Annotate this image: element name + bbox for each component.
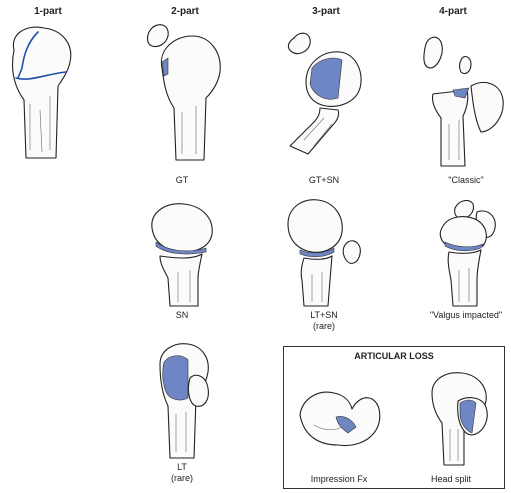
head-split-drawing (424, 367, 504, 467)
two-part-sn-drawing (140, 198, 230, 308)
label-lt-sn-note: (rare) (269, 321, 379, 332)
label-head-split: Head split (396, 474, 506, 485)
label-valgus-impacted: "Valgus impacted" (411, 310, 511, 321)
label-sn: SN (127, 310, 237, 321)
header-3-part: 3-part (286, 6, 366, 17)
label-gt: GT (127, 175, 237, 186)
three-part-lt-sn-drawing (280, 196, 380, 308)
four-part-classic-drawing (415, 28, 511, 168)
impression-fracture-drawing (290, 371, 390, 461)
three-part-gt-sn-drawing (280, 26, 390, 166)
header-4-part: 4-part (413, 6, 493, 17)
articular-loss-panel: ARTICULAR LOSS Impression Fx Head split (283, 346, 505, 489)
label-lt-sn: LT+SN (269, 310, 379, 321)
four-part-valgus-impacted-drawing (415, 196, 511, 308)
two-part-lt-drawing (140, 340, 230, 460)
label-impression-fx: Impression Fx (284, 474, 394, 485)
label-lt-note: (rare) (127, 473, 237, 484)
label-lt: LT (127, 462, 237, 473)
header-2-part: 2-part (145, 6, 225, 17)
label-gt-sn: GT+SN (269, 175, 379, 186)
header-1-part: 1-part (8, 6, 88, 17)
one-part-humerus-drawing (0, 20, 90, 160)
label-classic: "Classic" (411, 175, 511, 186)
articular-loss-title: ARTICULAR LOSS (284, 351, 504, 361)
two-part-gt-drawing (140, 22, 230, 162)
